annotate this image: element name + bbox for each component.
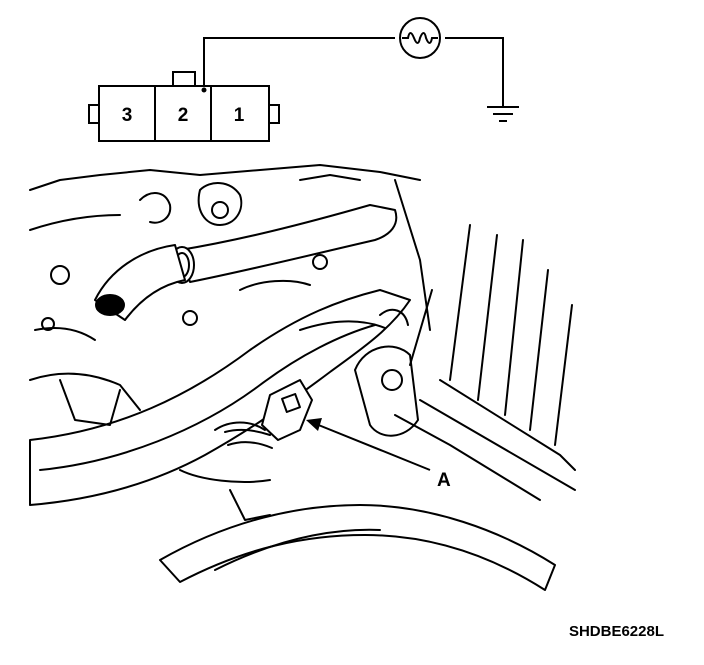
callout-label: A (437, 470, 451, 491)
callout-leader (315, 423, 431, 471)
upper-pipe (179, 204, 398, 283)
connector: 3 2 1 (88, 71, 280, 142)
wiring-schematic (203, 37, 504, 106)
connector-body (98, 85, 270, 142)
pin-3-label: 3 (122, 105, 133, 126)
callout-arrowhead (306, 418, 322, 431)
figure-code: SHDBE6228L (569, 623, 664, 640)
pin-2-label: 2 (178, 105, 189, 126)
mount-bracket (354, 345, 419, 437)
connector-latch (172, 71, 196, 87)
lamp-icon (399, 17, 441, 59)
callout-a: A (306, 418, 451, 491)
engine-illustration (29, 164, 576, 591)
ground-icon (487, 106, 519, 122)
pin-1-label: 1 (234, 105, 245, 126)
intake-duct (29, 289, 411, 506)
ground-wire (445, 37, 504, 106)
lower-hose (159, 504, 556, 591)
signal-wire (203, 37, 395, 90)
radiator-fins (394, 224, 576, 501)
